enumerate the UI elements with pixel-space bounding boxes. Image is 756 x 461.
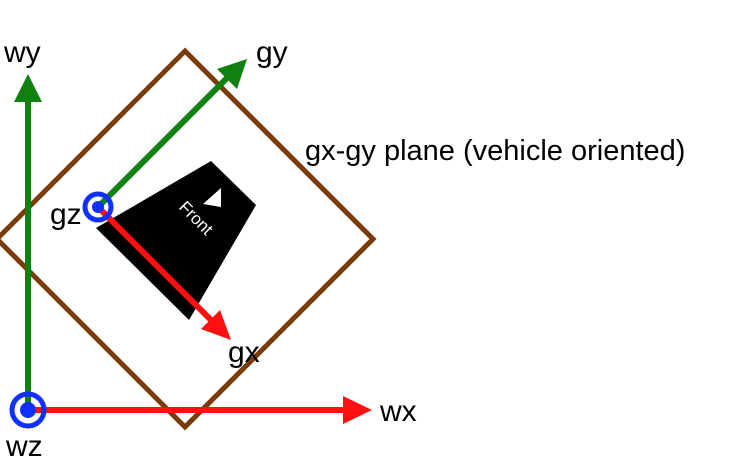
world-z-marker xyxy=(9,391,47,429)
gx-gy-plane-outline xyxy=(0,47,377,431)
vehicle-x-arrowhead xyxy=(201,310,231,340)
vehicle-y-axis xyxy=(95,59,247,210)
label-plane: gx-gy plane (vehicle oriented) xyxy=(305,135,685,167)
vehicle-z-marker xyxy=(82,191,114,223)
world-x-axis xyxy=(28,396,372,424)
label-gz: gz xyxy=(50,198,82,231)
world-x-arrowhead xyxy=(343,396,372,424)
vehicle-x-axis xyxy=(95,204,231,340)
label-gy: gy xyxy=(256,36,288,69)
label-wy: wy xyxy=(3,36,41,69)
world-y-axis xyxy=(14,74,42,410)
front-marker-triangle xyxy=(203,188,221,207)
label-wz: wz xyxy=(5,430,43,461)
label-wx: wx xyxy=(379,395,417,428)
label-gx: gx xyxy=(228,336,260,369)
world-y-arrowhead xyxy=(14,74,42,102)
vehicle-y-arrowhead xyxy=(217,59,247,89)
